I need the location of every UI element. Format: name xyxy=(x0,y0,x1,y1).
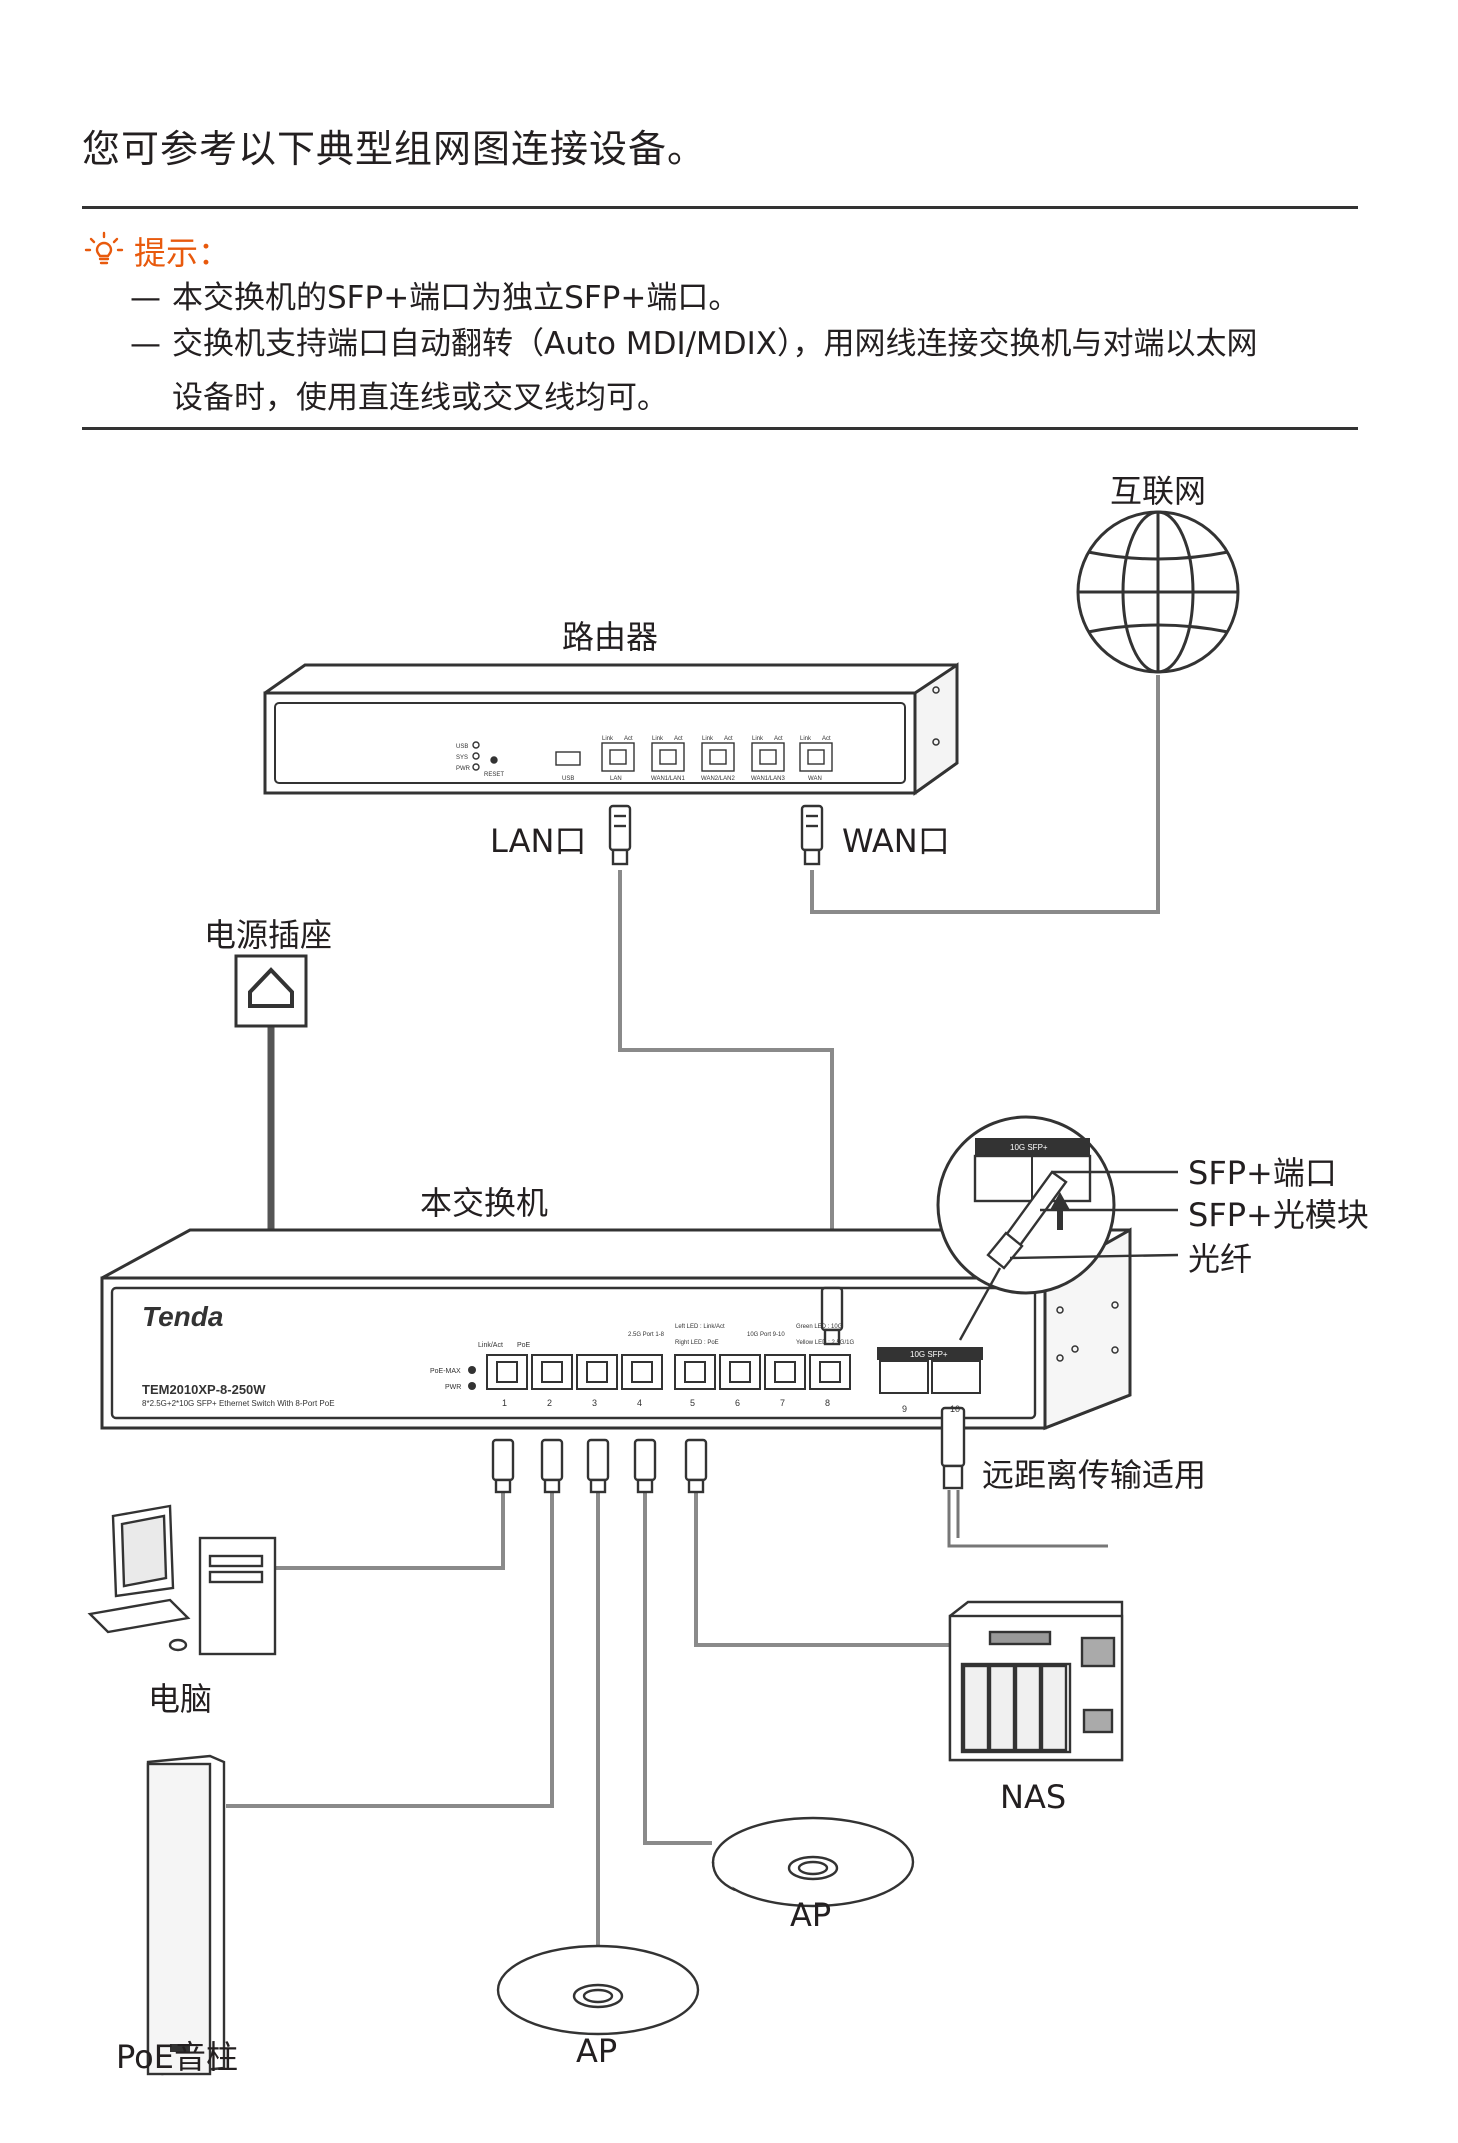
router-link: Link xyxy=(800,736,812,742)
dash-icon: — xyxy=(130,326,161,362)
tip-item-1-text: 本交换机的SFP+端口为独立SFP+端口。 xyxy=(172,280,740,316)
globe-icon xyxy=(1076,510,1240,674)
switch-desc: 8*2.5G+2*10G SFP+ Ethernet Switch With 8… xyxy=(142,1399,335,1408)
switch-link-act: Link/Act xyxy=(478,1342,503,1349)
rj45-plug-lan xyxy=(608,804,632,866)
top-divider xyxy=(82,206,1358,209)
switch-brand: Tenda xyxy=(142,1301,223,1332)
port-number: 1 xyxy=(502,1398,507,1408)
tip-item-2: — 交换机支持端口自动翻转（Auto MDI/MDIX），用网线连接交换机与对端以… xyxy=(130,322,1258,366)
label-lan-port: LAN口 xyxy=(490,822,587,860)
cable-switch-to-pc xyxy=(275,1492,505,1570)
switch-led-pwr: PWR xyxy=(445,1384,461,1391)
router-port-label: WAN1/LAN1 xyxy=(651,776,685,782)
rj45-plug-switch-uplink xyxy=(820,1286,844,1346)
label-sfp-module: SFP+光模块 xyxy=(1188,1196,1369,1234)
cable-switch-to-ap-right xyxy=(643,1492,712,1845)
sfp-port-number: 9 xyxy=(902,1404,907,1414)
switch-legend-25g-right: Right LED : PoE xyxy=(675,1340,719,1346)
switch-legend-25g-left: Left LED : Link/Act xyxy=(675,1324,725,1330)
label-ap-bottom: AP xyxy=(576,2032,618,2070)
router-led: USB xyxy=(456,744,468,750)
lightbulb-icon xyxy=(84,231,124,265)
switch-legend-25g-title: 2.5G Port 1-8 xyxy=(628,1332,665,1338)
label-router: 路由器 xyxy=(562,618,659,656)
router-link: Link xyxy=(752,736,764,742)
label-long-distance: 远距离传输适用 xyxy=(982,1456,1207,1494)
port-number: 8 xyxy=(825,1398,830,1408)
label-internet: 互联网 xyxy=(1110,472,1207,510)
switch-legend-10g-green: Green LED : 10G xyxy=(796,1324,843,1330)
router-led: PWR xyxy=(456,766,471,772)
port-number: 2 xyxy=(547,1398,552,1408)
pc-icon xyxy=(87,1504,277,1656)
switch-device xyxy=(100,1227,1132,1431)
router-act: Act xyxy=(674,736,683,742)
zoom-sfp-label: 10G SFP+ xyxy=(1010,1143,1048,1152)
label-fiber: 光纤 xyxy=(1188,1240,1253,1278)
port-number: 4 xyxy=(637,1398,642,1408)
router-link: Link xyxy=(602,736,614,742)
nas-icon xyxy=(948,1600,1124,1762)
leader-fiber xyxy=(1009,1253,1179,1260)
switch-model: TEM2010XP-8-250W xyxy=(142,1382,266,1397)
poe-speaker-icon xyxy=(146,1754,226,2076)
cable-switch-to-speaker xyxy=(226,1492,554,1808)
label-poe-speaker: PoE音柱 xyxy=(116,2038,238,2076)
bottom-divider xyxy=(82,427,1358,430)
label-wan-port: WAN口 xyxy=(842,822,950,860)
router-act: Act xyxy=(822,736,831,742)
router-act: Act xyxy=(624,736,633,742)
router-device xyxy=(263,662,959,796)
label-this-switch: 本交换机 xyxy=(420,1184,549,1222)
label-nas: NAS xyxy=(1000,1778,1067,1816)
tip-item-1: — 本交换机的SFP+端口为独立SFP+端口。 xyxy=(130,276,739,320)
ap-bottom-icon xyxy=(496,1944,700,2036)
router-reset: RESET xyxy=(484,772,504,778)
power-outlet-icon xyxy=(234,954,308,1028)
router-port-label: WAN xyxy=(808,776,822,782)
switch-poe: PoE xyxy=(517,1342,531,1349)
router-usb: USB xyxy=(562,776,574,782)
label-power-outlet: 电源插座 xyxy=(204,916,333,954)
switch-legend-10g-title: 10G Port 9-10 xyxy=(747,1332,785,1338)
port-number: 7 xyxy=(780,1398,785,1408)
router-port-label: WAN1/LAN3 xyxy=(751,776,785,782)
port-number: 3 xyxy=(592,1398,597,1408)
tip-item-2-text: 交换机支持端口自动翻转（Auto MDI/MDIX），用网线连接交换机与对端以太… xyxy=(172,326,1258,362)
intro-text: 您可参考以下典型组网图连接设备。 xyxy=(82,127,707,171)
cable-switch-to-nas xyxy=(694,1492,950,1647)
switch-led-poe-max: PoE-MAX xyxy=(430,1368,461,1375)
router-act: Act xyxy=(724,736,733,742)
router-act: Act xyxy=(774,736,783,742)
dash-icon: — xyxy=(130,280,161,316)
router-led: SYS xyxy=(456,755,468,761)
label-sfp-port: SFP+端口 xyxy=(1188,1154,1337,1192)
router-port-label: WAN2/LAN2 xyxy=(701,776,735,782)
switch-legend-10g-yellow: Yellow LED : 2.5G/1G xyxy=(796,1340,854,1346)
router-port-label: LAN xyxy=(610,776,622,782)
tip-item-2-continuation: 设备时，使用直连线或交叉线均可。 xyxy=(172,380,668,416)
cable-router-lan-to-switch xyxy=(618,870,834,1288)
label-pc: 电脑 xyxy=(148,1680,213,1718)
switch-sfp-label: 10G SFP+ xyxy=(910,1350,948,1359)
rj45-plug-wan xyxy=(800,804,824,866)
port-number: 5 xyxy=(690,1398,695,1408)
router-link: Link xyxy=(702,736,714,742)
router-link: Link xyxy=(652,736,664,742)
label-ap-right: AP xyxy=(790,1896,832,1934)
fiber-cable xyxy=(947,1490,1108,1548)
sfp-module-plugged xyxy=(940,1406,966,1490)
port-number: 6 xyxy=(735,1398,740,1408)
rj45-plugs-downlink xyxy=(491,1438,708,1494)
tip-title: 提示： xyxy=(134,234,231,272)
cable-router-wan-to-internet xyxy=(810,675,1160,914)
sfp-port-number: 10 xyxy=(950,1404,960,1414)
ap-right-icon xyxy=(711,1816,915,1908)
